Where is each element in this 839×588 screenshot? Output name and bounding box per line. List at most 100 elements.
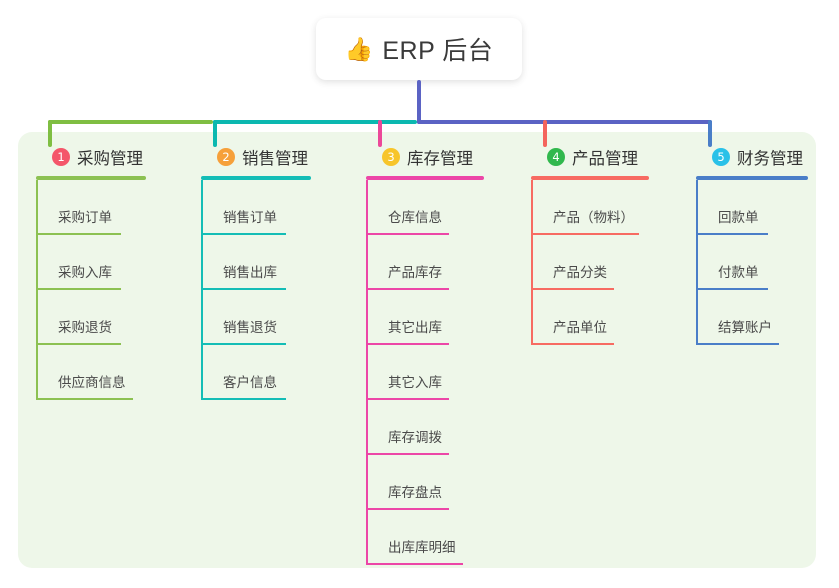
leaf-item-rule <box>696 288 768 290</box>
column-header-4[interactable]: 4 产品管理 <box>531 143 649 170</box>
drop-col5 <box>708 120 712 147</box>
leaf-item[interactable]: 回款单 <box>696 180 808 235</box>
column-header-rule-2 <box>201 176 311 180</box>
leaf-item[interactable]: 产品单位 <box>531 290 649 345</box>
leaf-item-rule <box>36 398 133 400</box>
leaf-item-label: 销售出库 <box>223 265 277 280</box>
drop-col4 <box>543 120 547 147</box>
leaf-item-label: 产品库存 <box>388 265 442 280</box>
column-spine-5 <box>696 180 698 345</box>
leaf-item[interactable]: 库存调拨 <box>366 400 484 455</box>
leaf-item-label: 其它入库 <box>388 375 442 390</box>
leaf-item-label: 其它出库 <box>388 320 442 335</box>
column-title-4: 产品管理 <box>572 149 638 168</box>
leaf-item[interactable]: 销售出库 <box>201 235 311 290</box>
leaf-item-label: 库存调拨 <box>388 430 442 445</box>
leaf-item-label: 产品分类 <box>553 265 607 280</box>
leaf-item[interactable]: 采购退货 <box>36 290 146 345</box>
drop-col2 <box>213 120 217 147</box>
leaf-item-rule <box>201 343 286 345</box>
branch-column-1: 1 采购管理采购订单采购入库采购退货供应商信息 <box>36 143 146 400</box>
column-badge-4: 4 <box>547 147 565 166</box>
leaf-item[interactable]: 采购订单 <box>36 180 146 235</box>
leaf-item-label: 采购退货 <box>58 320 112 335</box>
branch-column-3: 3 库存管理仓库信息产品库存其它出库其它入库库存调拨库存盘点出库库明细 <box>366 143 484 565</box>
column-header-3[interactable]: 3 库存管理 <box>366 143 484 170</box>
connector-bar-purple-segment <box>417 120 712 124</box>
leaf-item[interactable]: 客户信息 <box>201 345 311 400</box>
leaf-item-label: 出库库明细 <box>388 540 456 555</box>
leaf-item-label: 结算账户 <box>718 320 772 335</box>
column-header-rule-4 <box>531 176 649 180</box>
branch-column-4: 4 产品管理产品（物料） 产品分类产品单位 <box>531 143 649 345</box>
leaf-item-label: 客户信息 <box>223 375 277 390</box>
branch-column-2: 2 销售管理销售订单销售出库销售退货客户信息 <box>201 143 311 400</box>
column-items-5: 回款单付款单结算账户 <box>696 180 808 345</box>
leaf-item-rule <box>696 233 768 235</box>
leaf-item-rule <box>531 288 614 290</box>
leaf-item-rule <box>366 233 449 235</box>
leaf-item[interactable]: 产品分类 <box>531 235 649 290</box>
column-spine-1 <box>36 180 38 400</box>
column-header-5[interactable]: 5 财务管理 <box>696 143 808 170</box>
column-title-3: 库存管理 <box>407 149 473 168</box>
leaf-item-label: 采购订单 <box>58 210 112 225</box>
leaf-item-rule <box>36 343 121 345</box>
drop-col3 <box>378 120 382 147</box>
connector-bar-teal-segment <box>213 120 417 124</box>
column-items-3: 仓库信息产品库存其它出库其它入库库存调拨库存盘点出库库明细 <box>366 180 484 565</box>
leaf-item-rule <box>201 398 286 400</box>
thumbs-up-icon: 👍 <box>344 35 374 62</box>
leaf-item[interactable]: 产品（物料） <box>531 180 649 235</box>
leaf-item[interactable]: 采购入库 <box>36 235 146 290</box>
column-badge-3: 3 <box>382 147 400 166</box>
leaf-item-rule <box>366 563 463 565</box>
column-title-5: 财务管理 <box>737 149 803 168</box>
branch-column-5: 5 财务管理回款单付款单结算账户 <box>696 143 808 345</box>
leaf-item[interactable]: 其它入库 <box>366 345 484 400</box>
leaf-item-label: 回款单 <box>718 210 759 225</box>
column-spine-3 <box>366 180 368 565</box>
column-items-2: 销售订单销售出库销售退货客户信息 <box>201 180 311 400</box>
column-header-2[interactable]: 2 销售管理 <box>201 143 311 170</box>
column-items-1: 采购订单采购入库采购退货供应商信息 <box>36 180 146 400</box>
leaf-item-rule <box>531 343 614 345</box>
column-badge-1: 1 <box>52 147 70 166</box>
leaf-item-rule <box>366 343 449 345</box>
column-header-rule-5 <box>696 176 808 180</box>
column-title-1: 采购管理 <box>77 149 143 168</box>
leaf-item[interactable]: 付款单 <box>696 235 808 290</box>
leaf-item-rule <box>36 288 121 290</box>
leaf-item-label: 产品（物料） <box>553 210 634 225</box>
leaf-item-label: 仓库信息 <box>388 210 442 225</box>
leaf-item-label: 库存盘点 <box>388 485 442 500</box>
column-header-1[interactable]: 1 采购管理 <box>36 143 146 170</box>
leaf-item[interactable]: 供应商信息 <box>36 345 146 400</box>
leaf-item[interactable]: 出库库明细 <box>366 510 484 565</box>
leaf-item-label: 采购入库 <box>58 265 112 280</box>
leaf-item-rule <box>366 288 449 290</box>
root-node[interactable]: 👍 ERP 后台 <box>316 18 522 80</box>
leaf-item-rule <box>531 233 639 235</box>
column-title-2: 销售管理 <box>242 149 308 168</box>
leaf-item[interactable]: 结算账户 <box>696 290 808 345</box>
leaf-item-rule <box>366 508 449 510</box>
column-badge-2: 2 <box>217 147 235 166</box>
leaf-item-rule <box>366 453 449 455</box>
leaf-item[interactable]: 仓库信息 <box>366 180 484 235</box>
leaf-item-rule <box>201 288 286 290</box>
leaf-item-label: 销售订单 <box>223 210 277 225</box>
leaf-item[interactable]: 其它出库 <box>366 290 484 345</box>
leaf-item[interactable]: 产品库存 <box>366 235 484 290</box>
leaf-item-label: 付款单 <box>718 265 759 280</box>
leaf-item[interactable]: 库存盘点 <box>366 455 484 510</box>
leaf-item-label: 供应商信息 <box>58 375 126 390</box>
drop-col1 <box>48 120 52 147</box>
diagram-background-panel <box>18 132 816 568</box>
column-spine-2 <box>201 180 203 400</box>
column-badge-5: 5 <box>712 147 730 166</box>
leaf-item[interactable]: 销售订单 <box>201 180 311 235</box>
leaf-item-rule <box>696 343 779 345</box>
leaf-item[interactable]: 销售退货 <box>201 290 311 345</box>
